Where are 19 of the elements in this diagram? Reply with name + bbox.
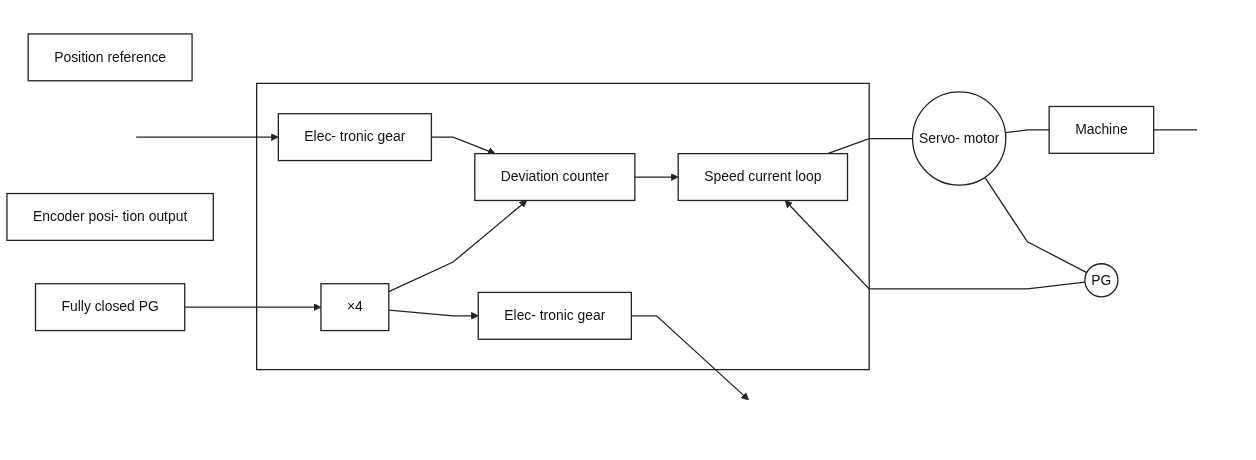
arrow (634, 173, 679, 181)
node-box: Speed current loop (677, 153, 849, 202)
node-box: Fully closed PG (34, 283, 186, 332)
node-circle: PG (1084, 263, 1119, 298)
arrow (388, 200, 528, 293)
connector (984, 176, 1088, 274)
arrow (784, 200, 1086, 290)
arrow (135, 133, 279, 141)
node-box: Elec- tronic gear (477, 291, 632, 340)
connector (1153, 129, 1198, 131)
node-circle: Servo- motor (911, 91, 1007, 186)
cluster (256, 82, 870, 371)
node-box: Encoder posi- tion output (6, 192, 214, 242)
node-box: Elec- tronic gear (277, 113, 433, 162)
node-box: ×4 (320, 283, 390, 332)
node-box: Position reference (27, 33, 193, 82)
arrow (388, 309, 479, 320)
node-box: Machine (1048, 105, 1155, 154)
node-box: Deviation counter (474, 153, 636, 202)
